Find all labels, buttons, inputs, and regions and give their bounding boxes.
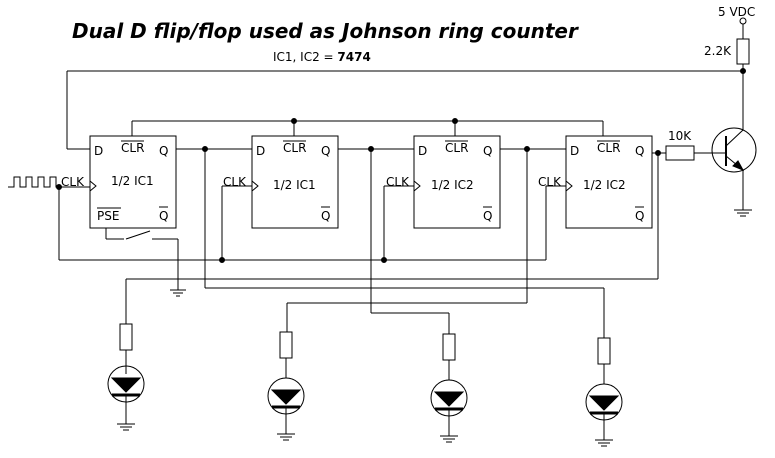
base-resistor [665,145,695,161]
flipflop-1-box [89,135,177,229]
diagram-title: Dual D flip/flop used as Johnson ring co… [72,19,579,43]
ff4-d-label: D [570,144,579,158]
ff1-q-label: Q [159,144,168,158]
ff3-q-label: Q [483,144,492,158]
ff2-qbar-label: Q [321,209,330,223]
ff4-name: 1/2 IC2 [583,178,626,192]
ff2-q-label: Q [321,144,330,158]
ff4-clr-label: CLR [597,141,620,155]
ff1-pse-label: PSE [97,209,119,223]
pullup-label: 2.2K [704,44,732,58]
ff3-qbar-label: Q [483,209,492,223]
clock-input-waveform [8,176,90,188]
flipflop-2-box [251,135,339,229]
ic-subtitle: IC1, IC2 = 7474 [273,50,371,64]
supply-voltage-label: 5 VDC [718,5,755,19]
ff1-clr-label: CLR [121,141,144,155]
ff3-clk-label: CLK [386,175,410,189]
ff2-d-label: D [256,144,265,158]
ff1-qbar-label: Q [159,209,168,223]
input-clk-label: CLK [61,175,85,189]
ff1-name: 1/2 IC1 [111,174,154,188]
pullup-resistor [736,38,750,65]
ff3-clr-label: CLR [445,141,468,155]
base-resistor-label: 10K [668,129,692,143]
transistor-icon [711,127,757,173]
ff2-name: 1/2 IC1 [273,178,316,192]
ff2-clr-label: CLR [283,141,306,155]
ff2-clk-label: CLK [223,175,247,189]
flipflop-3-box [413,135,501,229]
ff4-q-label: Q [635,144,644,158]
ff4-qbar-label: Q [635,209,644,223]
flipflop-4-box [565,135,653,229]
ff4-clk-label: CLK [538,175,562,189]
supply-terminal-icon [739,17,747,25]
ff3-name: 1/2 IC2 [431,178,474,192]
ff3-d-label: D [418,144,427,158]
ff1-d-label: D [94,144,103,158]
